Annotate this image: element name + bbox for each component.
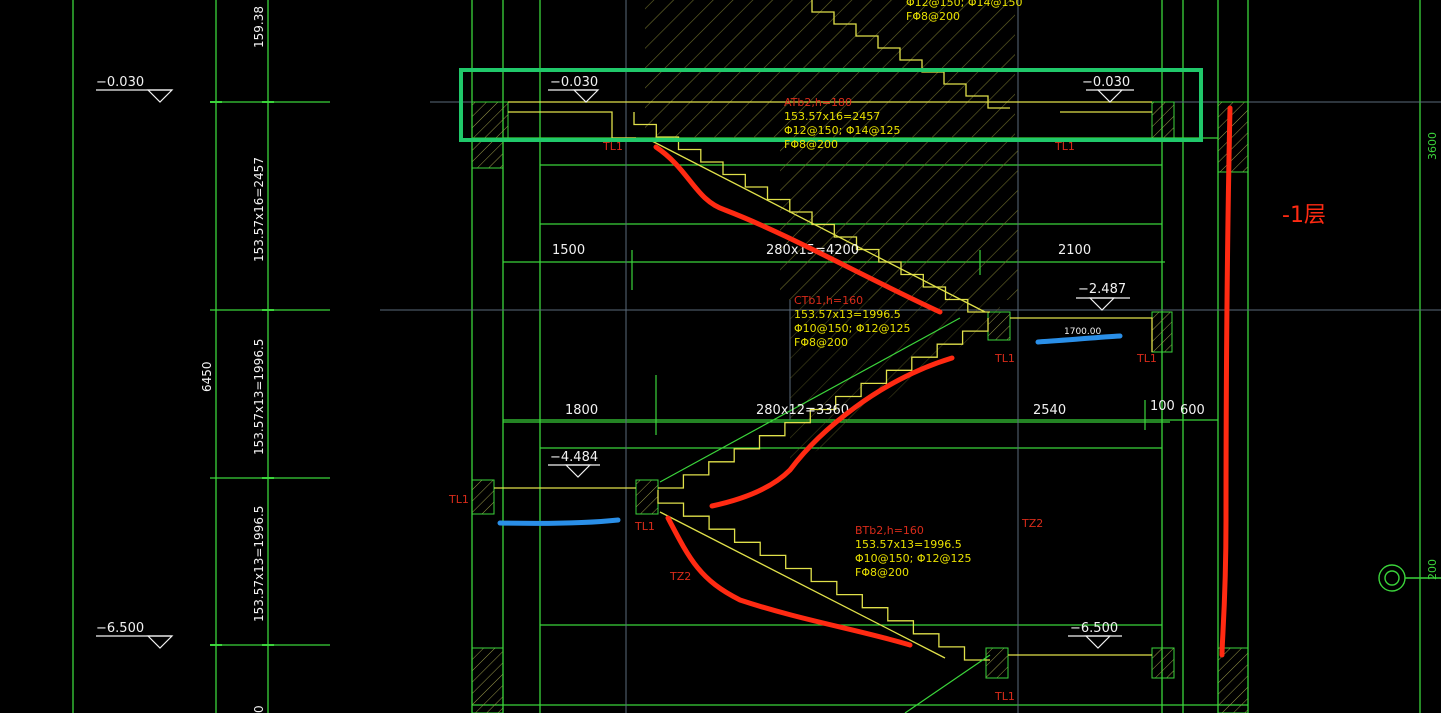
- beam-tl1-top-right: TL1: [1054, 140, 1075, 153]
- dim-right-bottom: 200: [1426, 559, 1439, 580]
- elevation-labels: −0.030 −0.030 −0.030 −2.487 −4.484 −6.50…: [96, 75, 1130, 636]
- btb2-steps: 153.57x13=1996.5: [855, 538, 962, 551]
- stair-note-btb2: BTb2,h=160 153.57x13=1996.5 Φ10@150; Φ12…: [855, 524, 972, 579]
- btb2-title: BTb2,h=160: [855, 524, 924, 537]
- beam-tz2-right: TZ2: [1021, 517, 1043, 530]
- landing-width-label: 1700.00: [1064, 327, 1101, 337]
- beam-tl1-top-left: TL1: [602, 140, 623, 153]
- stair-flight-upper: [633, 112, 990, 313]
- beam-tz2-center: TZ2: [669, 570, 691, 583]
- atb2-title: ATb2,h=180: [784, 96, 852, 109]
- ctb1-steps: 153.57x13=1996.5: [794, 308, 901, 321]
- dim-upper-left: 1500: [552, 243, 585, 258]
- btb2-dist: FΦ8@200: [855, 566, 909, 579]
- stair-flight-top: [811, 0, 1010, 109]
- elevation-top-left: −0.030: [96, 75, 144, 90]
- elevation-landing-right: −2.487: [1078, 282, 1126, 297]
- dim-bottom-cut: 0: [252, 705, 266, 713]
- annotation-blue-marks: [497, 333, 1123, 526]
- highlight-box: [459, 68, 1203, 142]
- elevation-landing-left: −4.484: [550, 450, 598, 465]
- beam-tl1-left-inner: TL1: [634, 520, 655, 533]
- stair-note-atb2: ATb2,h=180 153.57x16=2457 Φ12@150; Φ14@1…: [784, 96, 901, 151]
- floor-label: -1层: [1282, 203, 1326, 228]
- top-cut-dist: FΦ8@200: [906, 10, 960, 23]
- elevation-top-mid: −0.030: [550, 75, 598, 90]
- beam-tl1-mid-right-a: TL1: [994, 352, 1015, 365]
- beam-labels: TL1 TL1 TL1 TL1 TL1 TL1 TZ2 TZ2 TL1: [448, 140, 1157, 703]
- horizontal-dimension-labels: 1500 280x15=4200 2100 1800 280x12=3360 2…: [552, 243, 1205, 418]
- elevation-bottom-left: −6.500: [96, 621, 144, 636]
- stair-note-ctb1: CTb1,h=160 153.57x13=1996.5 Φ10@150; Φ12…: [794, 294, 911, 349]
- annotation-red-marks: [653, 105, 1233, 658]
- dim-lower-right: 2540: [1033, 403, 1066, 418]
- elevation-markers: [96, 89, 1134, 649]
- dim-lower-far-right: 600: [1180, 403, 1205, 418]
- stair-soffits: [659, 317, 991, 713]
- axis-marker-icon: [1378, 564, 1441, 592]
- stair-note-top-cut: Φ12@150; Φ14@150 FΦ8@200: [906, 0, 1023, 23]
- beam-tl1-bottom: TL1: [994, 690, 1015, 703]
- ctb1-rebar: Φ10@150; Φ12@125: [794, 322, 911, 335]
- vertical-dimension-ticks: [210, 101, 274, 646]
- stair-flight-middle: [658, 318, 989, 489]
- vertical-dimension-labels: 159.38 153.57x16=2457 153.57x13=1996.5 1…: [200, 6, 266, 713]
- beam-tl1-left-outer: TL1: [448, 493, 469, 506]
- dim-top-cut: 159.38: [252, 6, 266, 48]
- btb2-rebar: Φ10@150; Φ12@125: [855, 552, 972, 565]
- top-cut-rebar: Φ12@150; Φ14@150: [906, 0, 1023, 9]
- ctb1-title: CTb1,h=160: [794, 294, 863, 307]
- elevation-top-right: −0.030: [1082, 75, 1130, 90]
- atb2-dist: FΦ8@200: [784, 138, 838, 151]
- dim-middle: 153.57x13=1996.5: [252, 339, 266, 455]
- horizontal-dimension-ticks: [631, 250, 1146, 435]
- dim-lower-left: 1800: [565, 403, 598, 418]
- landing-slabs: [494, 101, 1153, 656]
- stair-flight-lower: [657, 490, 990, 661]
- dim-lower-gap: 100: [1150, 399, 1175, 414]
- atb2-rebar: Φ12@150; Φ14@125: [784, 124, 901, 137]
- right-dimension-labels: 3600 200: [1426, 132, 1439, 580]
- dim-lower-run: 280x12=3360: [756, 403, 849, 418]
- elevation-bottom-right: −6.500: [1070, 621, 1118, 636]
- dim-upper: 153.57x16=2457: [252, 157, 266, 262]
- dim-overall: 6450: [200, 361, 214, 392]
- ctb1-dist: FΦ8@200: [794, 336, 848, 349]
- dim-right-top: 3600: [1426, 132, 1439, 160]
- beam-tl1-mid-right-b: TL1: [1136, 352, 1157, 365]
- stair-flights: [633, 0, 1010, 661]
- dim-lower: 153.57x13=1996.5: [252, 506, 266, 622]
- atb2-steps: 153.57x16=2457: [784, 110, 880, 123]
- concrete-hatch: [471, 0, 1249, 713]
- dim-upper-right: 2100: [1058, 243, 1091, 258]
